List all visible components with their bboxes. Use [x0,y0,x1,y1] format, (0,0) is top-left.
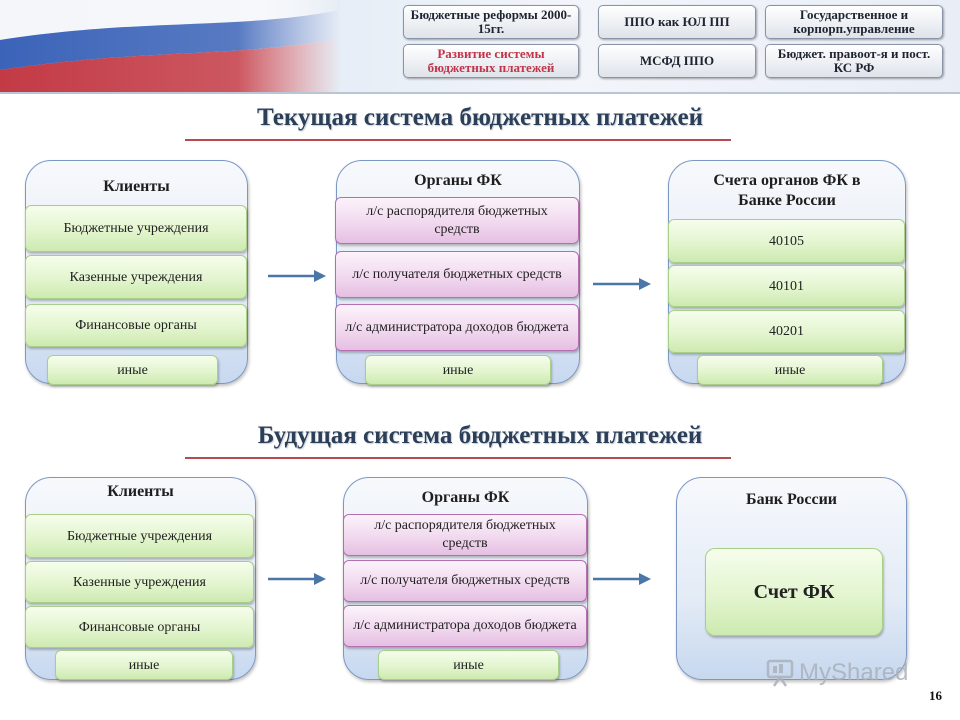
nav-budget-relations-label: Бюджет. правоот-я и пост. КС РФ [777,46,931,75]
nav-corporate-governance-label: Государственное и корпорп.управление [793,7,915,36]
current-fk-title: Органы ФК [414,172,502,189]
current-arrow-2 [593,278,651,290]
myshared-watermark: MyShared [765,656,930,690]
current-clients-item: Финансовые органы [25,304,247,347]
future-bank-title: Банк России [745,491,838,508]
nav-corporate-governance-button[interactable]: Государственное и корпорп.управление [765,5,943,39]
future-fk-item: л/с распорядителя бюджетных средств [343,514,587,556]
future-fk-item: л/с администратора доходов бюджета [343,605,587,647]
current-accounts-other: иные [697,355,883,385]
header-band: Бюджетные реформы 2000-15гг. ППО как ЮЛ … [0,0,960,94]
current-fk-item: л/с распорядителя бюджетных средств [335,197,579,244]
current-account-item: 40105 [668,219,905,263]
future-fk-item: л/с получателя бюджетных средств [343,560,587,602]
current-account-item: 40201 [668,310,905,353]
nav-budget-reforms-button[interactable]: Бюджетные реформы 2000-15гг. [403,5,579,39]
page-number: 16 [929,688,942,703]
nav-msfd-ppo-button[interactable]: МСФД ППО [598,44,756,78]
future-arrow-1 [268,573,326,585]
fk-account-box: Счет ФК [705,548,883,636]
russian-flag-banner [0,0,340,92]
future-fk-title: Органы ФК [421,489,510,506]
current-fk-item: л/с администратора доходов бюджета [335,304,579,351]
nav-ppo-legal-entity-button[interactable]: ППО как ЮЛ ПП [598,5,756,39]
nav-payment-system-button[interactable]: Развитие системы бюджетных платежей [403,44,579,78]
future-clients-item: Бюджетные учреждения [25,514,254,558]
current-account-item: 40101 [668,265,905,307]
watermark-text: MyShared [799,659,909,686]
current-fk-other: иные [365,355,551,385]
current-arrow-1 [268,270,326,282]
nav-budget-relations-button[interactable]: Бюджет. правоот-я и пост. КС РФ [765,44,943,78]
nav-ppo-legal-entity-label: ППО как ЮЛ ПП [624,14,730,29]
future-fk-other: иные [378,650,559,680]
nav-payment-system-label: Развитие системы бюджетных платежей [427,46,555,75]
future-clients-title: Клиенты [107,483,174,500]
current-system-title: Текущая система бюджетных платежей [257,104,703,131]
nav-msfd-ppo-label: МСФД ППО [639,53,715,68]
future-clients-item: Финансовые органы [25,606,254,648]
presentation-board-icon [766,659,794,687]
current-clients-other: иные [47,355,218,385]
current-accounts-title: Счета органов ФК в Банке России [713,172,861,209]
future-clients-item: Казенные учреждения [25,561,254,603]
future-system-title: Будущая система бюджетных платежей [257,422,703,449]
nav-budget-reforms-label: Бюджетные реформы 2000-15гг. [410,7,572,36]
current-title-rule [185,139,731,141]
future-arrow-2 [593,573,651,585]
current-clients-item: Бюджетные учреждения [25,205,247,252]
current-clients-title: Клиенты [103,178,170,195]
future-title-rule [185,457,731,459]
future-clients-other: иные [55,650,233,680]
current-clients-item: Казенные учреждения [25,255,247,299]
current-fk-item: л/с получателя бюджетных средств [335,251,579,298]
